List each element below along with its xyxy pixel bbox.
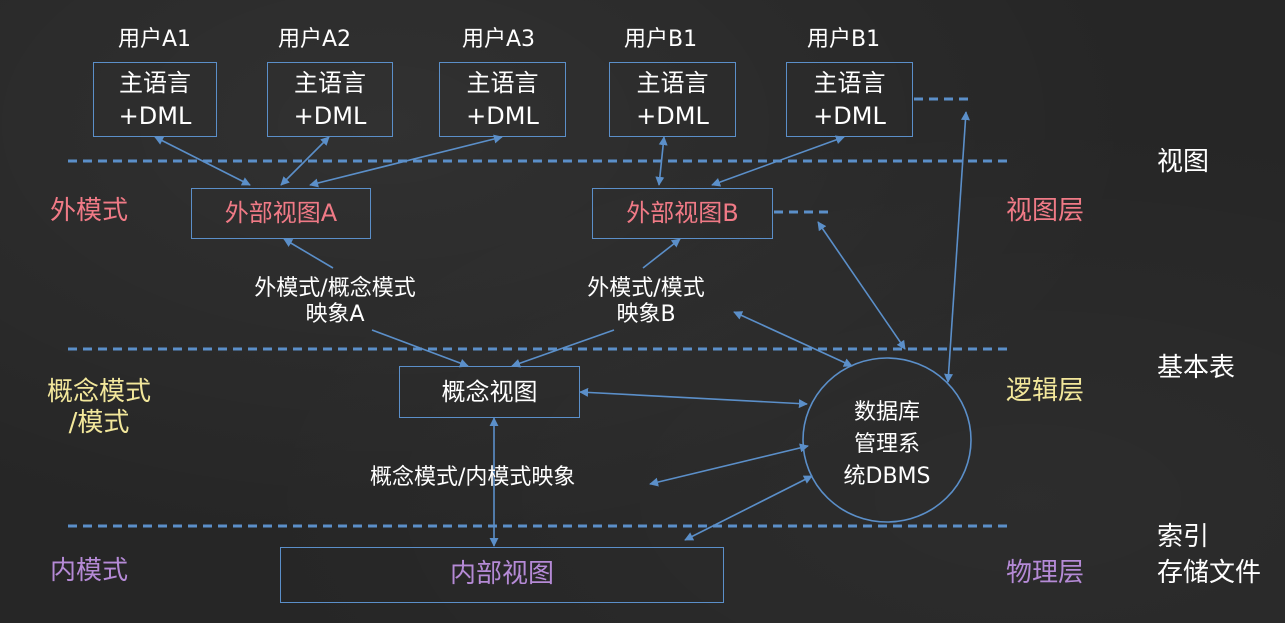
user-label-a2: 用户A2 — [278, 27, 352, 52]
user-program-box-a1: 主语言 +DML — [93, 62, 217, 137]
concept-view-box: 概念视图 — [399, 366, 580, 418]
physical-layer-label: 物理层 — [1006, 558, 1085, 588]
arrow-b2-dbms — [944, 111, 970, 383]
user-label-a1: 用户A1 — [118, 27, 192, 52]
mapping-a-line2: 映象A — [305, 302, 365, 328]
arrow-internal-dbms — [684, 475, 813, 541]
arrow-map-internal-dbms — [649, 443, 809, 487]
arrow-mapa-viewa — [283, 238, 334, 269]
internal-schema-label: 内模式 — [50, 556, 129, 586]
arrow-concept-dbms — [579, 387, 808, 409]
dbms-circle — [802, 357, 972, 523]
view-layer-label: 视图层 — [1006, 196, 1085, 226]
conceptual-schema-line2: /模式 — [68, 408, 130, 439]
host-language-label: 主语言 — [294, 69, 366, 98]
index-object-label: 索引 — [1157, 522, 1210, 552]
host-language-label: 主语言 — [119, 69, 191, 98]
host-language-label: 主语言 — [636, 69, 709, 98]
dbms-line2: 管理系 — [853, 431, 920, 457]
mapping-external-concept-a: 外模式/概念模式 映象A — [230, 276, 440, 329]
dml-label: +DML — [813, 101, 886, 130]
user-label-b1-second: 用户B1 — [807, 27, 881, 52]
arrow-a2-viewa — [280, 136, 330, 186]
external-view-b-box: 外部视图B — [592, 188, 773, 239]
arrow-b2-viewb — [711, 135, 845, 187]
dbms-label: 数据库 管理系 统DBMS — [827, 397, 947, 493]
internal-view-box: 内部视图 — [280, 547, 724, 603]
user-label-b1: 用户B1 — [624, 27, 698, 52]
view-object-label: 视图 — [1157, 147, 1210, 177]
arrow-a3-viewa — [309, 134, 503, 188]
dml-label: +DML — [636, 101, 709, 130]
logic-layer-label: 逻辑层 — [1006, 376, 1085, 406]
user-program-box-a3: 主语言 +DML — [439, 62, 566, 137]
external-view-a-box: 外部视图A — [191, 188, 371, 239]
user-program-box-b1: 主语言 +DML — [609, 62, 736, 137]
arrow-mapb-concept — [511, 329, 615, 368]
dbms-line1: 数据库 — [853, 400, 920, 425]
user-program-box-a2: 主语言 +DML — [267, 62, 393, 137]
arrow-mapa-concept — [371, 329, 469, 368]
host-language-label: 主语言 — [466, 69, 539, 98]
arrow-viewb-dbms — [817, 221, 906, 350]
mapping-b-line2: 映象B — [616, 302, 676, 328]
external-schema-label: 外模式 — [50, 196, 129, 226]
storage-file-object-label: 存储文件 — [1157, 558, 1262, 588]
host-language-label: 主语言 — [813, 69, 886, 98]
mapping-b-line1: 外模式/模式 — [587, 276, 705, 301]
dml-label: +DML — [293, 101, 367, 130]
arrow-mapb-viewb — [642, 238, 681, 269]
mapping-external-b: 外模式/模式 映象B — [566, 276, 726, 329]
dml-label: +DML — [466, 101, 539, 130]
conceptual-schema-line1: 概念模式 — [46, 377, 151, 407]
base-table-object-label: 基本表 — [1157, 353, 1236, 383]
user-label-a3: 用户A3 — [462, 27, 536, 52]
mapping-concept-internal: 概念模式/内模式映象 — [370, 465, 576, 490]
dbms-line3: 统DBMS — [843, 463, 931, 489]
arrow-a1-viewa — [154, 136, 251, 186]
mapping-a-line1: 外模式/概念模式 — [254, 276, 416, 301]
arrow-b1-viewb — [655, 136, 668, 186]
arrow-mapb-dbms — [733, 311, 853, 367]
dml-label: +DML — [118, 101, 192, 130]
user-program-box-b1-second: 主语言 +DML — [786, 62, 913, 137]
conceptual-schema-label: 概念模式 /模式 — [34, 377, 164, 439]
